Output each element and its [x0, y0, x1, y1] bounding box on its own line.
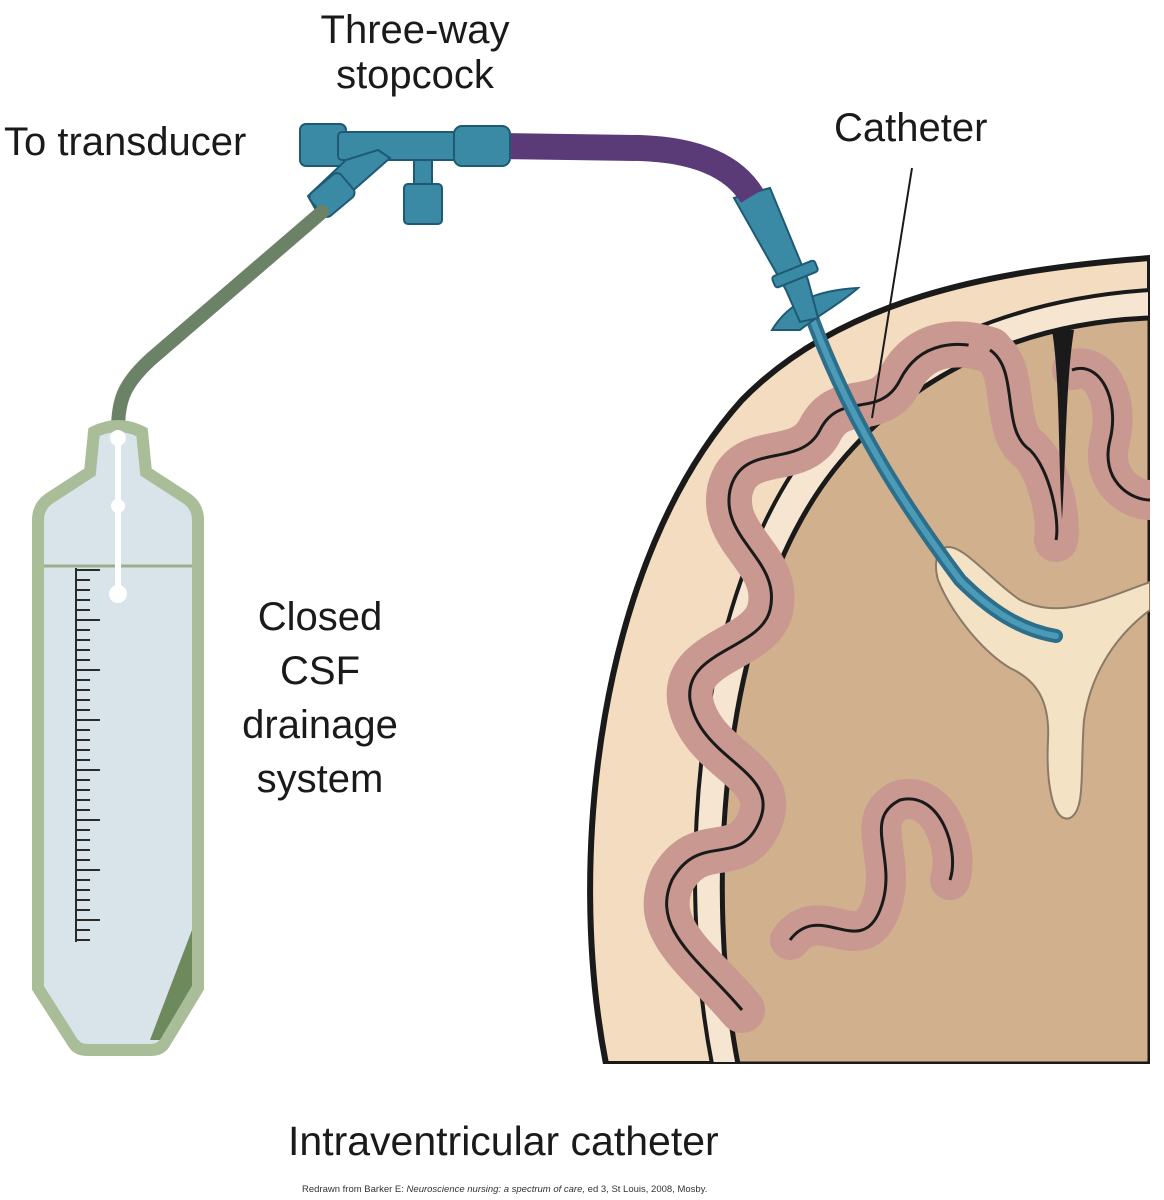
cortex-gyri — [643, 321, 1150, 1033]
drip-chamber-mid — [111, 499, 125, 513]
diagram-caption: Intraventricular catheter — [288, 1118, 719, 1164]
drainage-bag-fluid — [44, 566, 192, 1040]
label-to-transducer: To transducer — [4, 120, 247, 164]
graduation-scale — [75, 568, 100, 942]
label-closed-csf-drainage-system: Closed CSF drainage system — [210, 590, 430, 806]
drip-chamber-top — [110, 430, 126, 446]
cortex-band-outline — [1071, 366, 1150, 502]
label-three-way-stopcock: Three-way stopcock — [300, 8, 530, 98]
drainage-tubing — [111, 205, 329, 437]
stopcock-right-port — [453, 125, 511, 167]
cortex-band-outline — [989, 348, 1059, 541]
drainage-bag — [32, 420, 204, 1056]
longitudinal-fissure — [1052, 330, 1074, 520]
drip-chamber-end — [109, 585, 127, 603]
cortex-band-outline — [665, 343, 991, 1011]
three-way-stopcock — [299, 123, 511, 225]
credit-suffix: ed 3, St Louis, 2008, Mosby. — [585, 1184, 708, 1195]
catheter-hub — [732, 186, 820, 324]
credit-prefix: Redrawn from Barker E: — [302, 1184, 407, 1195]
label-drainage-line3: drainage — [242, 703, 398, 747]
cortex-band-outline — [788, 797, 955, 941]
catheter-label-leader — [871, 167, 913, 419]
label-drainage-line2: CSF — [280, 649, 360, 693]
label-drainage-line1: Closed — [257, 595, 383, 639]
label-stopcock-line2: stopcock — [336, 52, 494, 97]
lateral-ventricle — [935, 545, 1150, 820]
label-stopcock-line1: Three-way — [320, 8, 510, 52]
catheter-hub-collar — [771, 259, 819, 289]
purple-tubing — [499, 133, 764, 204]
head-cross-section — [587, 254, 1150, 1064]
label-catheter: Catheter — [834, 106, 988, 150]
drainage-bag-shadow — [150, 930, 192, 1040]
credit-title: Neuroscience nursing: a spectrum of care… — [406, 1184, 586, 1195]
stopcock-valve-cap — [403, 183, 443, 225]
ventricular-catheter-highlight — [809, 315, 1059, 639]
label-drainage-line4: system — [256, 757, 384, 801]
source-credit: Redrawn from Barker E: Neuroscience nurs… — [302, 1184, 707, 1195]
